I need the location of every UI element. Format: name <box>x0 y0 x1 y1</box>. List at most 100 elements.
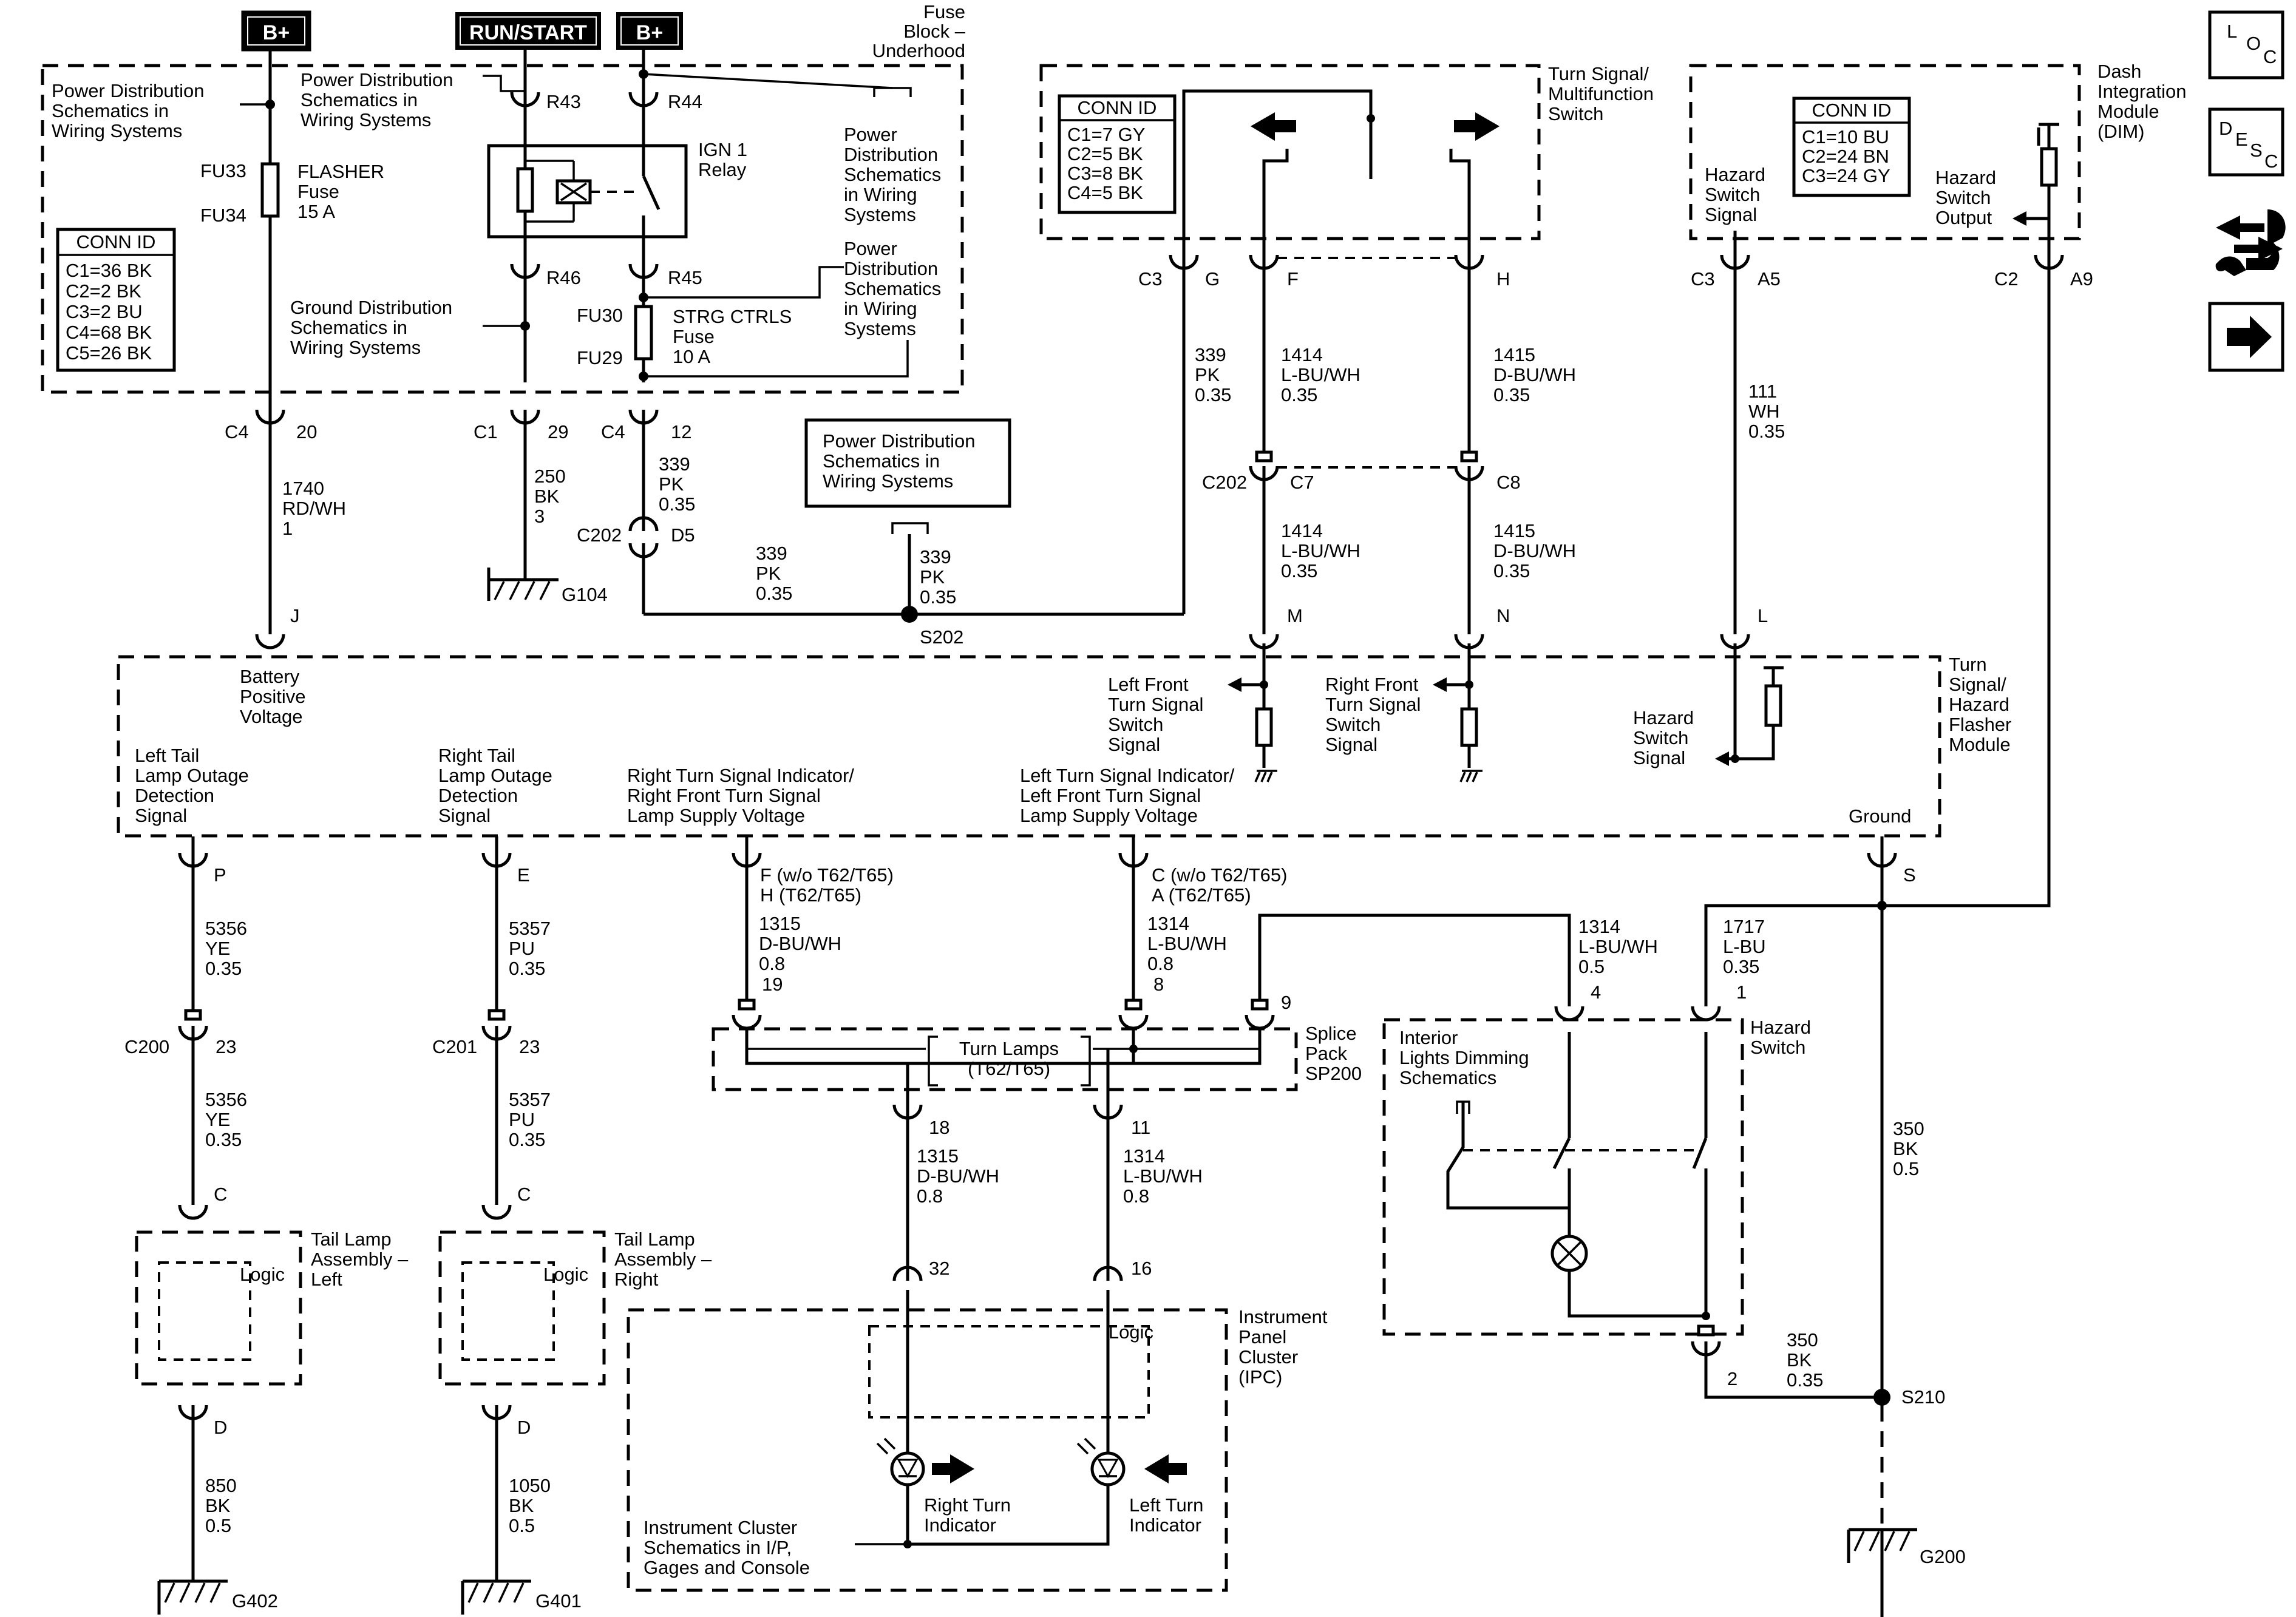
loc-letter-l: L <box>2227 21 2237 42</box>
right-turn-label-2: Indicator <box>924 1514 996 1536</box>
wire-339c-3: 0.35 <box>920 586 956 608</box>
wire-111-1: 111 <box>1748 381 1777 402</box>
wire-1414a-1: 1414 <box>1281 344 1323 365</box>
lt-indicator-2: Left Front Turn Signal <box>1020 785 1201 806</box>
pin-s: S <box>1903 864 1916 886</box>
left-tail-1: Left Tail <box>135 745 199 766</box>
wire-5356b-3: 0.35 <box>205 1129 242 1150</box>
gds-ref-line-1: Ground Distribution <box>290 297 452 318</box>
wire-1415a-2: D-BU/WH <box>1493 364 1576 385</box>
wire-250-2: BK <box>534 486 560 507</box>
rf-switch-2: Turn Signal <box>1325 694 1421 715</box>
s210-label: S210 <box>1901 1386 1945 1408</box>
desc-letter-s: S <box>2250 140 2263 161</box>
loc-letter-o: O <box>2246 33 2261 54</box>
fm-hazard-2: Switch <box>1633 727 1688 748</box>
loc-letter-c: C <box>2263 46 2277 67</box>
wire-5357a-1: 5357 <box>509 918 551 939</box>
wire-339a-1: 339 <box>659 453 690 475</box>
g200-label: G200 <box>1920 1546 1966 1567</box>
lt-indicator-3: Lamp Supply Voltage <box>1020 805 1198 826</box>
pin-a5: A5 <box>1758 268 1781 290</box>
fm-title-5: Module <box>1949 734 2011 755</box>
diagnostic-tool-icon[interactable] <box>2215 209 2286 276</box>
left-tail-4: Signal <box>135 805 187 826</box>
hazard-switch-title-2: Switch <box>1750 1037 1805 1058</box>
ipc-outline <box>627 1308 1228 1592</box>
run-start-label: RUN/START <box>469 21 587 44</box>
r44-label: R44 <box>668 91 702 112</box>
wire-339b-2: PK <box>756 563 781 584</box>
c4b-label: C4 <box>601 421 625 442</box>
conn-fuse-row-1: C1=36 BK <box>66 260 152 281</box>
desc-letter-c: C <box>2264 151 2278 172</box>
wire-339d-2: PK <box>1195 364 1220 385</box>
ipc-ref-2: Schematics in I/P, <box>644 1537 792 1558</box>
next-page-arrow-button[interactable] <box>2208 302 2284 372</box>
c4-label: C4 <box>225 421 249 442</box>
g402-label: G402 <box>232 1590 278 1612</box>
splice-pack-outline <box>712 1027 1298 1091</box>
fm-battery-2: Positive <box>240 686 306 707</box>
fu30-label: FU30 <box>577 305 623 326</box>
wire-1315b-3: 0.8 <box>917 1185 943 1207</box>
dim-hazard-signal-2: Switch <box>1705 184 1760 205</box>
ipc-title-4: (IPC) <box>1238 1366 1282 1388</box>
wire-1740-1: 1740 <box>282 478 324 499</box>
conn-fuse-row-3: C3=2 BU <box>66 301 143 322</box>
ipc-title-3: Cluster <box>1238 1346 1298 1368</box>
description-nav-button[interactable]: D E S C <box>2208 107 2284 177</box>
fm-battery-3: Voltage <box>240 706 302 727</box>
right-turn-led-icon <box>876 1437 925 1486</box>
splice-pack-title-2: Pack <box>1305 1043 1347 1064</box>
fm-title-3: Hazard <box>1949 694 2009 715</box>
wire-1315a-2: D-BU/WH <box>759 933 841 954</box>
ts-c3-label: C3 <box>1138 268 1163 290</box>
left-turn-led-icon <box>1076 1437 1126 1486</box>
relay-label-2: Relay <box>698 159 747 180</box>
wire-1414b-3: 0.35 <box>1281 560 1317 581</box>
location-nav-button[interactable]: L O C <box>2208 10 2284 80</box>
dim-hazard-output-3: Output <box>1935 207 1992 228</box>
pds-ref-3-line-2: Distribution <box>844 144 938 165</box>
pds-ref-1-line-1: Power Distribution <box>52 80 205 101</box>
pin-16: 16 <box>1131 1258 1152 1279</box>
right-turn-arrow-icon <box>932 1454 974 1483</box>
conn-fuse-row-5: C5=26 BK <box>66 342 152 364</box>
pds-ref-3-line-5: Systems <box>844 204 916 225</box>
wire-339b-1: 339 <box>756 543 787 564</box>
wire-1050-2: BK <box>509 1495 534 1516</box>
dim-title-1: Dash <box>2097 61 2141 82</box>
pds-ref-1-line-2: Schematics in <box>52 100 169 121</box>
left-arrow-icon <box>1251 112 1296 141</box>
dim-hazard-signal-3: Signal <box>1705 204 1757 225</box>
wire-339a-2: PK <box>659 473 684 495</box>
fu33-label: FU33 <box>200 160 246 181</box>
wire-850-3: 0.5 <box>205 1515 231 1536</box>
wire-339d-3: 0.35 <box>1195 384 1231 405</box>
rt-indicator-2: Right Front Turn Signal <box>627 785 821 806</box>
hazard-switch-title-1: Hazard <box>1750 1017 1811 1038</box>
pin-c-1: C (w/o T62/T65) <box>1152 864 1287 886</box>
strg-label-3: 10 A <box>673 346 710 367</box>
ground-g104-symbol <box>487 568 559 601</box>
conn-ts-row-3: C3=8 BK <box>1067 163 1143 184</box>
pds-ref-2-line-1: Power Distribution <box>301 69 453 90</box>
s202-label: S202 <box>920 626 963 648</box>
hazard-lamp-icon <box>1550 1235 1588 1272</box>
conn-id-dim-title: CONN ID <box>1812 100 1892 121</box>
dim-hazard-output-1: Hazard <box>1935 167 1996 188</box>
conn-id-fuse-title: CONN ID <box>76 231 156 253</box>
pin-8: 8 <box>1153 974 1164 995</box>
pds-ref-2-line-3: Wiring Systems <box>301 109 431 131</box>
fuse-block-title-2: Block – <box>903 21 965 42</box>
ground-g200-symbol <box>1847 1528 1917 1563</box>
pin-d5: D5 <box>671 524 695 546</box>
fm-title-2: Signal/ <box>1949 674 2006 695</box>
right-tail-4: Signal <box>438 805 491 826</box>
wire-1315b-1: 1315 <box>917 1145 959 1167</box>
wire-1314a-3: 0.8 <box>1147 953 1173 974</box>
rf-switch-3: Switch <box>1325 714 1381 735</box>
pds-ref-4-line-3: Schematics <box>844 278 941 299</box>
